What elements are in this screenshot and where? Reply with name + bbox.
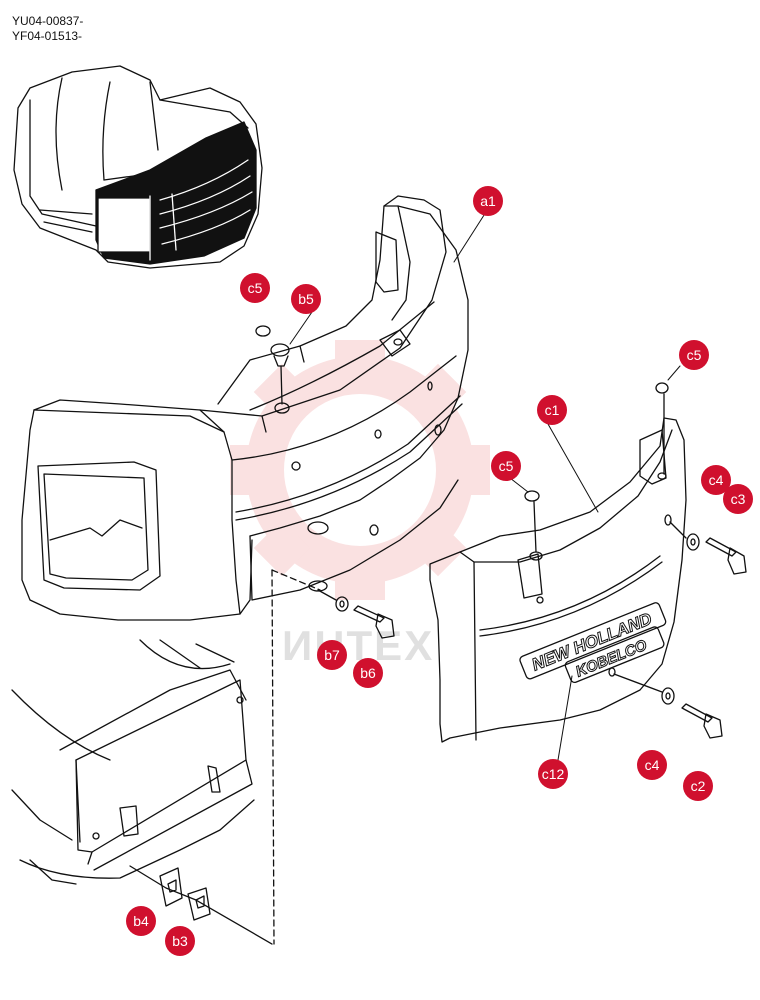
svg-text:c5: c5 <box>499 458 514 474</box>
callout-c4-lower: c4 <box>637 750 667 780</box>
svg-text:b3: b3 <box>172 933 188 949</box>
callout-c3: c3 <box>723 484 753 514</box>
washer-b7 <box>335 596 349 612</box>
svg-text:c4: c4 <box>709 472 724 488</box>
callout-c5-top: c5 <box>240 273 270 303</box>
callout-b3: b3 <box>165 926 195 956</box>
callout-c12: c12 <box>538 759 568 789</box>
excavator-inset-counterweight <box>95 121 257 265</box>
svg-text:c12: c12 <box>542 766 565 782</box>
plug-c5-top <box>255 325 271 337</box>
diagram-code-1: YU04-00837- <box>12 14 84 28</box>
diagram-code-block: YU04-00837- YF04-01513- <box>12 14 83 44</box>
svg-text:c3: c3 <box>731 491 746 507</box>
svg-text:c2: c2 <box>691 778 706 794</box>
svg-text:c5: c5 <box>248 280 263 296</box>
callout-c1: c1 <box>537 395 567 425</box>
watermark-gear-icon <box>230 340 490 600</box>
bolt-b6 <box>353 605 395 639</box>
callout-labels: a1 c5 b5 c5 c1 c5 c4 c3 b7 b6 c12 c4 c2 … <box>126 186 753 956</box>
svg-text:c5: c5 <box>687 347 702 363</box>
svg-text:c1: c1 <box>545 402 560 418</box>
watermark-text: ИНТЕХ <box>282 622 434 669</box>
svg-text:c4: c4 <box>645 757 660 773</box>
svg-text:b5: b5 <box>298 291 314 307</box>
plug-c5-right <box>655 382 669 394</box>
plug-b5 <box>270 343 290 405</box>
cover-plate-c1 <box>429 417 687 743</box>
washer-c4-lower <box>661 687 675 705</box>
svg-text:b4: b4 <box>133 913 149 929</box>
callout-b4: b4 <box>126 906 156 936</box>
leader-lines <box>289 211 681 761</box>
badge-c12 <box>519 602 667 684</box>
callout-c5-right: c5 <box>679 340 709 370</box>
counterweight-main-a1 <box>21 195 469 621</box>
callout-b7: b7 <box>317 640 347 670</box>
svg-text:b6: b6 <box>360 665 376 681</box>
shim-b3 <box>187 887 211 921</box>
svg-text:a1: a1 <box>480 193 496 209</box>
bolt-c3 <box>705 537 747 575</box>
mounting-frame <box>11 639 255 885</box>
callout-c4-right: c4 <box>701 465 731 495</box>
callout-a1: a1 <box>473 186 503 216</box>
washer-c4-right <box>686 533 700 551</box>
plug-c5-middle <box>524 490 540 502</box>
axis-line <box>271 569 275 945</box>
callout-c2: c2 <box>683 771 713 801</box>
svg-text:b7: b7 <box>324 647 340 663</box>
bolt-c2 <box>681 703 723 739</box>
callout-b6: b6 <box>353 658 383 688</box>
diagram-code-2: YF04-01513- <box>12 29 83 43</box>
callout-c5-middle: c5 <box>491 451 521 481</box>
callout-b5: b5 <box>291 284 321 314</box>
